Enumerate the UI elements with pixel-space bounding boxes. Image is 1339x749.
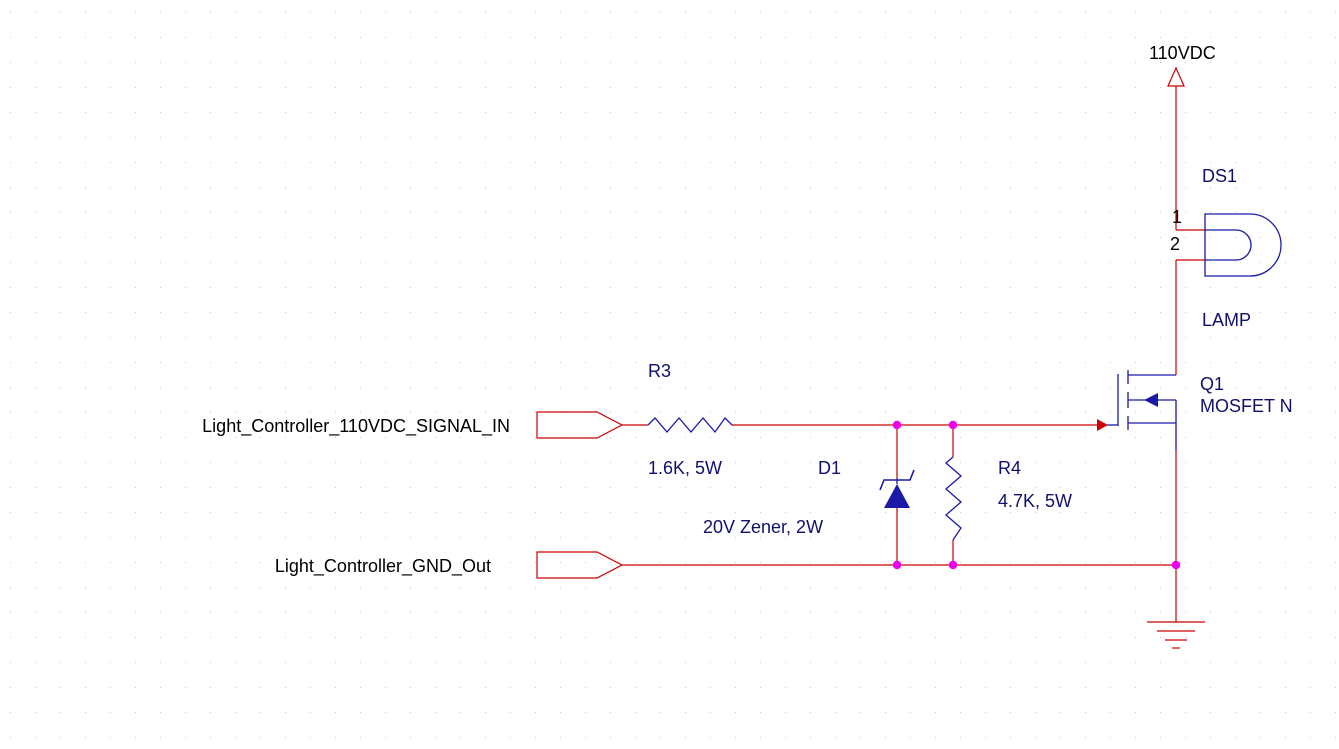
port-gnd-out-label: Light_Controller_GND_Out — [275, 556, 491, 577]
junction-dot — [948, 560, 958, 570]
r3-resistor-symbol — [647, 416, 733, 434]
ds1-value-label: LAMP — [1202, 310, 1251, 330]
junction-dot — [892, 560, 902, 570]
wires — [622, 86, 1205, 622]
junction-dot — [1171, 560, 1181, 570]
ds1-pin2-label: 2 — [1170, 234, 1180, 254]
ds1-lamp-symbol — [1204, 213, 1282, 277]
r3-value-label: 1.6K, 5W — [648, 458, 722, 478]
q1-value-label: MOSFET N — [1200, 396, 1293, 416]
grid-dots — [10, 12, 1336, 738]
d1-zener-symbol — [879, 469, 915, 508]
q1-mosfet-symbol — [1097, 370, 1177, 450]
port-signal-in-connector — [536, 411, 624, 439]
q1-ref-label: Q1 — [1200, 374, 1224, 394]
r3-ref-label: R3 — [648, 361, 671, 381]
r4-ref-label: R4 — [998, 458, 1021, 478]
r4-resistor-symbol — [945, 456, 962, 541]
port-gnd-out-connector — [536, 551, 624, 579]
ds1-ref-label: DS1 — [1202, 166, 1237, 186]
r4-value-label: 4.7K, 5W — [998, 491, 1072, 511]
ground-symbol — [1147, 621, 1205, 649]
d1-value-label: 20V Zener, 2W — [703, 517, 823, 537]
junction-dot — [948, 420, 958, 430]
junctions — [892, 420, 1181, 570]
ds1-pin1-label: 1 — [1172, 207, 1182, 227]
junction-dot — [892, 420, 902, 430]
vcc-net-label: 110VDC — [1149, 43, 1216, 63]
port-signal-in-label: Light_Controller_110VDC_SIGNAL_IN — [202, 416, 510, 437]
d1-ref-label: D1 — [818, 458, 841, 478]
vcc-arrow-symbol — [1167, 66, 1185, 87]
